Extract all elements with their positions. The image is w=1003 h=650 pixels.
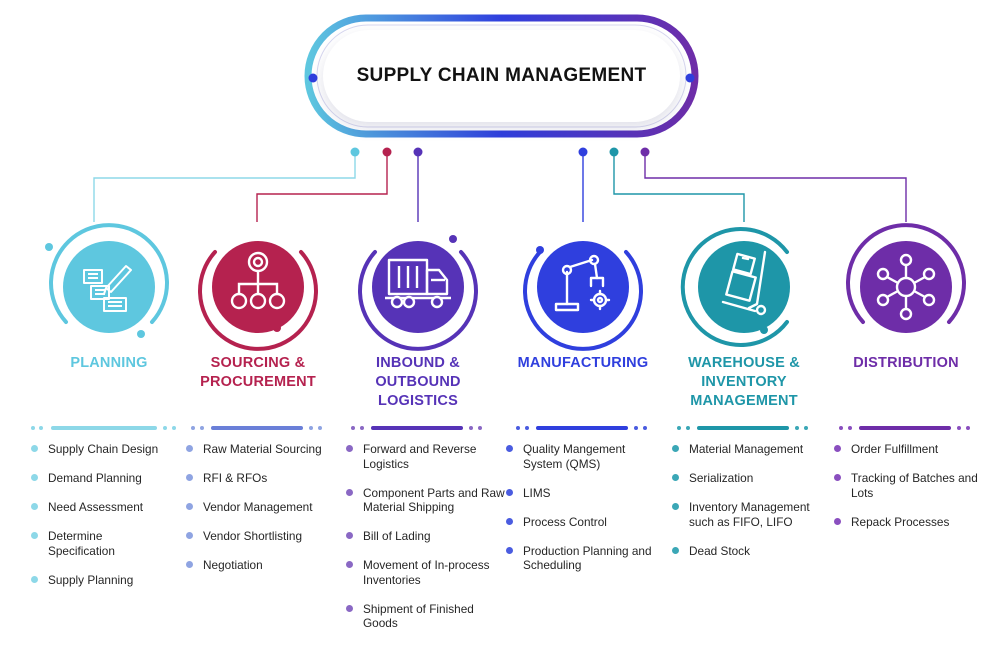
list-item: Production Planning and Scheduling: [506, 544, 663, 573]
list-item: Shipment of Finished Goods: [346, 602, 503, 631]
inbound-list: Forward and Reverse Logistics Component …: [346, 442, 505, 645]
title-pill-left-dot: [308, 73, 318, 83]
list-item: Vendor Shortlisting: [186, 529, 336, 544]
warehouse-list: Material Management Serialization Invent…: [672, 442, 822, 573]
list-item: Supply Planning: [31, 573, 181, 588]
list-item: Need Assessment: [31, 500, 181, 515]
distribution-divider: [839, 424, 973, 432]
list-item: Negotiation: [186, 558, 336, 573]
warehouse-badge: [679, 222, 809, 352]
manufacturing-title: MANUFACTURING: [517, 355, 649, 371]
manufacturing-badge: [518, 222, 648, 352]
warehouse-title: WAREHOUSE & INVENTORY MANAGEMENT: [688, 355, 800, 409]
list-item: Raw Material Sourcing: [186, 442, 336, 457]
list-item: Repack Processes: [834, 515, 984, 530]
list-item: Quality Mangement System (QMS): [506, 442, 658, 471]
list-item: Dead Stock: [672, 544, 822, 559]
connector-sourcing: [256, 152, 388, 222]
list-item: Demand Planning: [31, 471, 181, 486]
connector-planning: [93, 152, 356, 222]
inbound-divider: [351, 424, 485, 432]
list-item: Vendor Management: [186, 500, 336, 515]
list-item: Determine Specification: [31, 529, 158, 558]
list-item: Process Control: [506, 515, 656, 530]
distribution-title: DISTRIBUTION: [853, 355, 959, 371]
truck-icon: [385, 258, 451, 309]
connector-dot-distribution: [640, 147, 650, 157]
title-pill-right-dot: [685, 73, 695, 83]
planning-divider: [31, 424, 177, 432]
list-item: Forward and Reverse Logistics: [346, 442, 493, 471]
sourcing-divider: [191, 424, 325, 432]
distribution-list: Order Fulfillment Tracking of Batches an…: [834, 442, 984, 544]
planning-badge: [44, 222, 174, 352]
list-item: Bill of Lading: [346, 529, 496, 544]
connector-dot-sourcing: [382, 147, 392, 157]
connector-dot-manufacturing: [578, 147, 588, 157]
connector-warehouse: [613, 152, 745, 222]
list-item: Serialization: [672, 471, 822, 486]
list-item: Supply Chain Design: [31, 442, 181, 457]
sourcing-list: Raw Material Sourcing RFI & RFOs Vendor …: [186, 442, 336, 587]
list-item: Component Parts and Raw Material Shippin…: [346, 486, 511, 515]
connector-dot-inbound: [413, 147, 423, 157]
list-item: Material Management: [672, 442, 822, 457]
planning-list: Supply Chain Design Demand Planning Need…: [31, 442, 181, 602]
connector-distribution: [644, 152, 907, 222]
sourcing-title: SOURCING & PROCUREMENT: [200, 355, 316, 390]
page-title: SUPPLY CHAIN MANAGEMENT: [356, 65, 647, 86]
robot-arm-icon: [554, 254, 611, 312]
planning-title: PLANNING: [70, 355, 148, 371]
manufacturing-divider: [516, 424, 650, 432]
list-item: Inventory Management such as FIFO, LIFO: [672, 500, 831, 529]
warehouse-divider: [677, 424, 811, 432]
hand-truck-icon: [721, 250, 767, 316]
list-item: Tracking of Batches and Lots: [834, 471, 981, 500]
list-item: LIMS: [506, 486, 656, 501]
list-item: RFI & RFOs: [186, 471, 336, 486]
list-item: Movement of In-process Inventories: [346, 558, 503, 587]
connector-dot-warehouse: [609, 147, 619, 157]
list-item: Order Fulfillment: [834, 442, 984, 457]
hierarchy-icon: [230, 251, 286, 310]
planning-document-icon: [83, 265, 132, 312]
title-pill-outer-ring: [304, 14, 699, 138]
inbound-title: INBOUND & OUTBOUND LOGISTICS: [375, 355, 461, 409]
connector-dot-planning: [350, 147, 360, 157]
title-pill: SUPPLY CHAIN MANAGEMENT: [323, 30, 680, 122]
sourcing-badge: [193, 222, 323, 352]
distribution-badge: [841, 222, 971, 352]
inbound-badge: [353, 222, 483, 352]
manufacturing-list: Quality Mangement System (QMS) LIMS Proc…: [506, 442, 656, 587]
network-icon: [876, 253, 936, 321]
